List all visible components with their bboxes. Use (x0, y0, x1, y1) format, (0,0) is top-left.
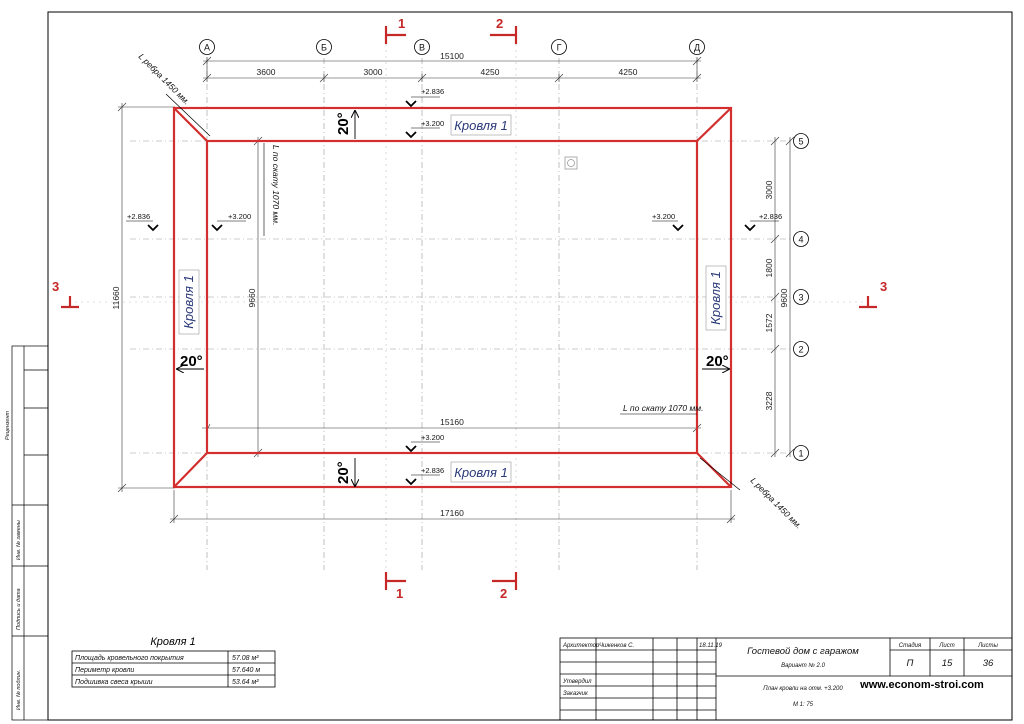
sidebar-inv-orig: Инв. № подлин. (16, 670, 22, 710)
axis-label-4: 4 (798, 235, 803, 245)
elevation-markers (147, 100, 756, 486)
dim-inner-width: 15160 (440, 417, 464, 427)
legend-title: Кровля 1 (150, 636, 195, 648)
tb-sheets-value: 36 (983, 658, 994, 669)
slope-length-top: L по скату 1070 мм. (271, 145, 281, 225)
roof-label-top: Кровля 1 (454, 118, 508, 133)
axis-label-g: Г (557, 43, 562, 53)
section-label-3-right: 3 (880, 279, 887, 294)
axis-label-1: 1 (798, 449, 803, 459)
axis-label-2: 2 (798, 345, 803, 355)
dim-right-seg-2: 1800 (764, 258, 774, 277)
elev-top-inner: +3.200 (421, 119, 444, 128)
axis-label-b: Б (321, 43, 327, 53)
axis-label-3: 3 (798, 293, 803, 303)
slope-angle-left: 20° (180, 353, 203, 370)
section-label-1-bottom: 1 (396, 586, 403, 601)
section-markers (61, 26, 877, 590)
roof-label-top-box (450, 114, 512, 136)
axis-label-v: В (419, 43, 425, 53)
slope-angle-right: 20° (706, 353, 729, 370)
axis-bubbles (199, 39, 809, 461)
tb-sheet-value: 15 (942, 658, 953, 669)
rib-length-bottom: L ребра 1450 мм. (749, 475, 804, 530)
tb-project-title: Гостевой дом с гаражом (747, 646, 859, 657)
elev-bottom-inner: +3.200 (421, 433, 444, 442)
slope-arrows (177, 111, 729, 486)
section-label-2-bottom: 2 (500, 586, 507, 601)
slope-angle-top: 20° (335, 112, 352, 135)
dim-right-seg-1: 3000 (764, 180, 774, 199)
sidebar-review: Рецензент (5, 411, 11, 440)
side-stamp (11, 345, 49, 721)
tb-scale: М 1: 75 (793, 702, 814, 708)
tb-stage-label: Стадия (899, 643, 922, 649)
tb-customer: Заказчик (563, 691, 589, 697)
elev-left-outer: +2.836 (127, 212, 150, 221)
sidebar-inv-replace: Инв. № замены (16, 520, 22, 560)
rib-leaders (165, 93, 741, 491)
slope-angle-bottom: 20° (335, 461, 352, 484)
tb-date: 18.11.19 (699, 643, 723, 649)
rib-length-top: L ребра 1450 мм. (137, 51, 192, 106)
tb-architect-role: Архитектор (562, 643, 600, 649)
tb-variant: Вариант № 2.0 (781, 662, 825, 669)
tb-sheet-label: Лист (938, 643, 954, 649)
section-lines (75, 44, 865, 572)
dim-right-total: 9600 (779, 288, 789, 307)
roof-outline (172, 106, 733, 489)
tb-approved: Утвердил (562, 679, 592, 685)
slope-length-bottom: L по скату 1070 мм. (623, 403, 703, 413)
axis-label-a: А (204, 43, 210, 53)
roof-label-left: Кровля 1 (181, 275, 196, 329)
legend-row-3-value: 53.64 м² (232, 679, 259, 686)
roof-label-bottom: Кровля 1 (454, 465, 508, 480)
roof-label-left-box (178, 269, 200, 335)
legend-table (71, 650, 276, 688)
tb-sheet-title: План кровли на отм. +3.200 (763, 686, 843, 692)
section-label-3-left: 3 (52, 279, 59, 294)
legend-row-2-label: Периметр кровли (75, 667, 134, 674)
elev-bottom-outer: +2.836 (421, 466, 444, 475)
tb-website: www.econom-stroi.com (859, 679, 984, 691)
dim-top-seg-1: 3600 (257, 67, 276, 77)
legend-row-1-label: Площадь кровельного покрытия (75, 654, 184, 662)
dim-inner-height: 9660 (247, 288, 257, 307)
roof-label-right: Кровля 1 (708, 271, 723, 325)
dim-left-overall: 11660 (111, 286, 121, 309)
dim-top-overall: 15100 (440, 51, 464, 61)
section-label-1-top: 1 (398, 16, 405, 31)
elev-right-inner: +3.200 (652, 212, 675, 221)
dim-top-seg-3: 4250 (481, 67, 500, 77)
elev-top-outer: +2.836 (421, 87, 444, 96)
dim-top-seg-2: 3000 (364, 67, 383, 77)
elev-left-inner: +3.200 (228, 212, 251, 221)
axis-label-5: 5 (798, 137, 803, 147)
dim-top-seg-4: 4250 (619, 67, 638, 77)
elev-right-outer: +2.836 (759, 212, 782, 221)
axis-label-d: Д (694, 43, 700, 53)
section-label-2-top: 2 (496, 16, 503, 31)
legend-row-3-label: Подшивка свеса крыши (75, 678, 153, 686)
legend-row-1-value: 57.08 м² (232, 655, 259, 662)
roof-label-bottom-box (450, 461, 512, 483)
dim-right-seg-4: 3228 (764, 391, 774, 410)
roof-vent-icon (564, 156, 578, 170)
title-block (559, 637, 1013, 721)
legend-row-2-value: 57.640 м (232, 667, 260, 674)
tb-sheets-label: Листы (977, 643, 998, 649)
tb-architect-name: Чиженков С. (599, 643, 634, 649)
elevation-leaders (126, 96, 779, 476)
dimension-lines (117, 56, 795, 524)
dim-bottom-overall: 17160 (440, 508, 464, 518)
sidebar-sign-date: Подпись и дата (16, 588, 22, 630)
roof-label-right-box (705, 265, 727, 331)
tb-stage-value: П (907, 658, 914, 669)
dim-right-seg-3: 1572 (764, 313, 774, 332)
